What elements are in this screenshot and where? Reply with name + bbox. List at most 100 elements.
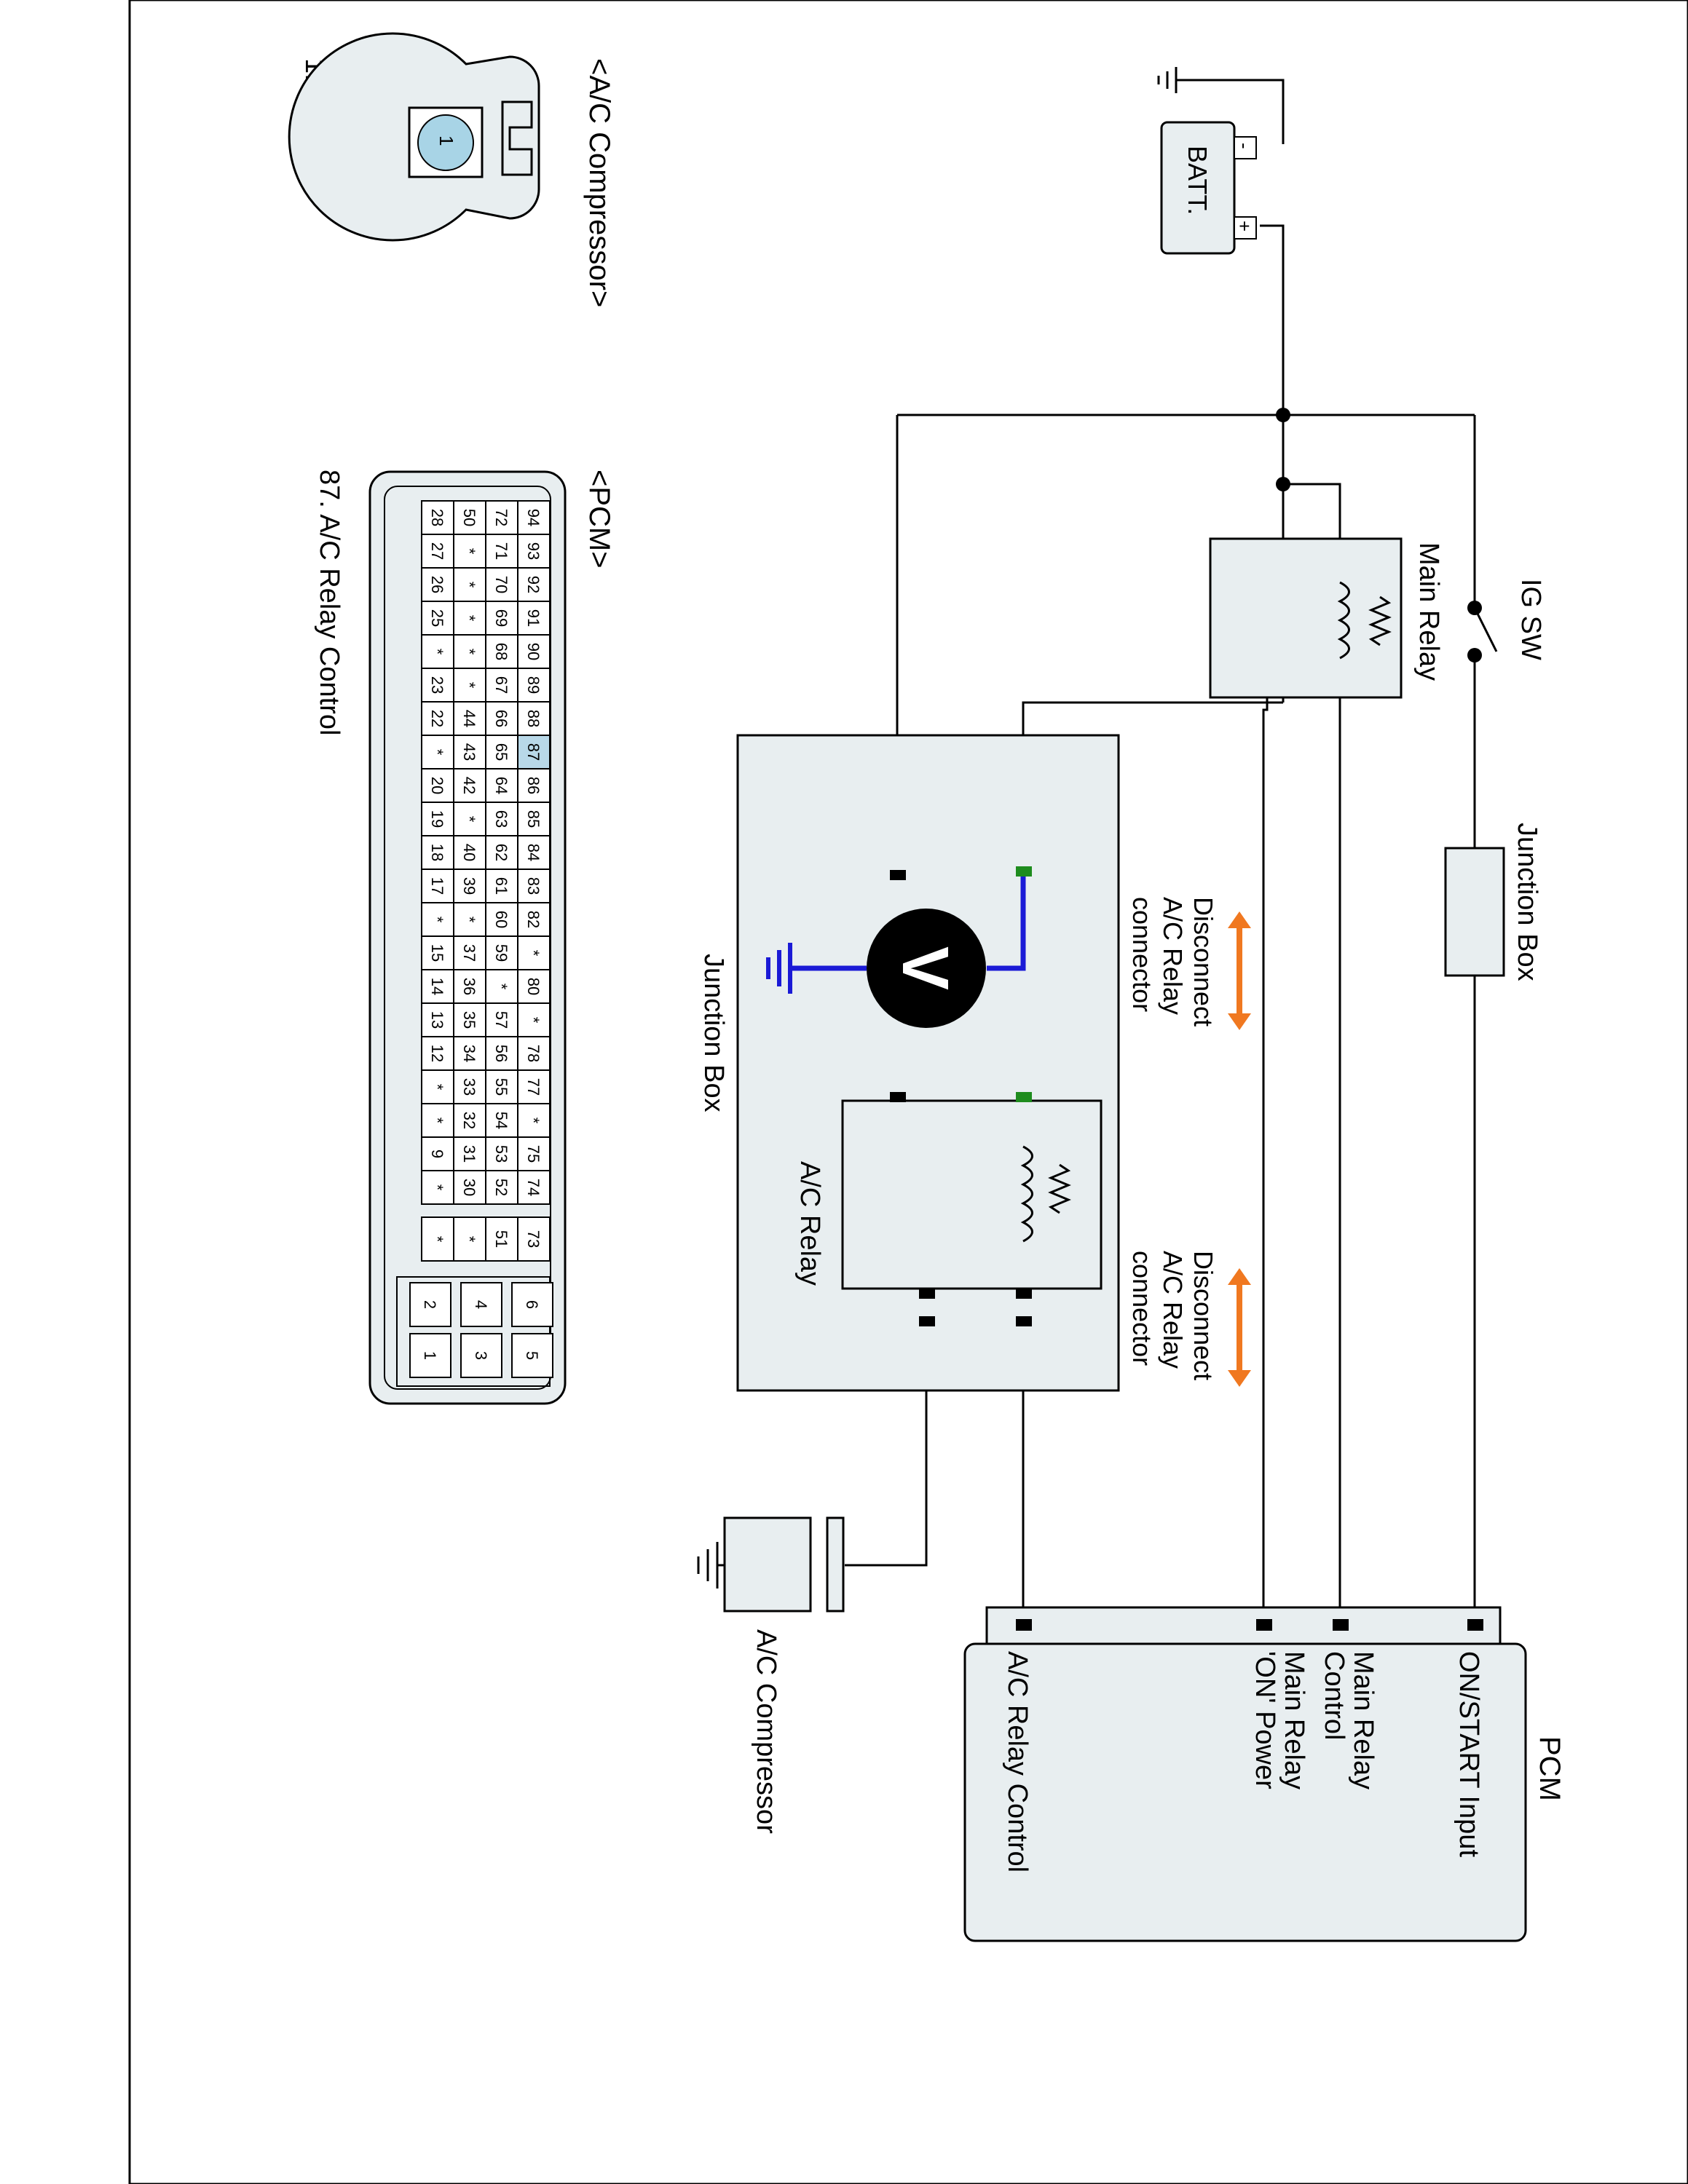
junction-box-top-label: Junction Box bbox=[1512, 823, 1542, 981]
pcm-pin-number: 70 bbox=[492, 576, 510, 593]
pcm-pin-number: 30 bbox=[460, 1179, 478, 1196]
pcm-pin-number: 20 bbox=[428, 777, 446, 794]
pcm-pin-number: 82 bbox=[524, 911, 543, 928]
pcm-pin-number: 84 bbox=[524, 844, 543, 861]
pcm-pin-cell bbox=[421, 735, 454, 769]
ig-sw-label: IG SW bbox=[1515, 579, 1546, 660]
pcm-pin-number: 90 bbox=[524, 643, 543, 660]
pcm-pin-ac-relay-control: A/C Relay Control bbox=[1002, 1651, 1033, 1872]
pcm-pin-number: 56 bbox=[492, 1045, 510, 1062]
pcm-pin-number: 4 bbox=[472, 1300, 490, 1309]
pcm-pin-cell bbox=[517, 1170, 551, 1205]
pcm-pin-number: 23 bbox=[428, 676, 446, 694]
ac-relay-label: A/C Relay bbox=[794, 1161, 825, 1286]
pcm-pin-cell bbox=[421, 1103, 454, 1138]
pcm-pin-cell bbox=[453, 935, 486, 970]
pcm-pin-cell bbox=[485, 701, 518, 736]
pcm-pin-number: 63 bbox=[492, 810, 510, 828]
voltmeter-symbol: V bbox=[888, 946, 961, 990]
pcm-pin-number: 18 bbox=[428, 844, 446, 861]
pcm-pin-number: * bbox=[460, 682, 478, 689]
pcm-pin-number: 53 bbox=[492, 1145, 510, 1163]
pcm-pin-number: 44 bbox=[460, 710, 478, 727]
pcm-pin-cell bbox=[421, 902, 454, 937]
pcm-pin-number: 52 bbox=[492, 1179, 510, 1196]
pcm-pin-cell bbox=[517, 869, 551, 903]
pcm-pin-cell bbox=[421, 668, 454, 703]
junction-box-top: Junction Box bbox=[1444, 823, 1542, 981]
pcm-pin-cell bbox=[421, 969, 454, 1004]
pcm-pin-number: 87 bbox=[524, 743, 543, 761]
pcm-pin-number: * bbox=[460, 582, 478, 588]
disconnect-arrows bbox=[1228, 911, 1251, 1387]
pcm-pin-cell bbox=[485, 500, 518, 535]
pcm-pin-cell bbox=[485, 935, 518, 970]
pcm-pin-number: 69 bbox=[492, 609, 510, 627]
page-frame bbox=[128, 0, 1688, 2184]
pcm-pin-cell bbox=[421, 802, 454, 836]
pcm-pin-number: 28 bbox=[428, 509, 446, 526]
pcm-pin-number: 17 bbox=[428, 877, 446, 895]
pcm-pin-cell bbox=[421, 935, 454, 970]
pcm-pin-number: 5 bbox=[523, 1351, 541, 1360]
pcm-pin-number: * bbox=[428, 917, 446, 923]
pcm-pin-main-relay-on-2: 'ON' Power bbox=[1250, 1651, 1280, 1789]
pcm-pin-number: 72 bbox=[492, 509, 510, 526]
pcm-pin-cell bbox=[485, 802, 518, 836]
pcm-connector-view: <PCM> 87. A/C Relay Control 949392919089… bbox=[314, 470, 615, 1405]
pcm-pin-number: 61 bbox=[492, 877, 510, 895]
pcm-pin-cell bbox=[421, 869, 454, 903]
pcm-pin-number: 37 bbox=[460, 944, 478, 962]
pcm-pin-cell bbox=[421, 1216, 454, 1262]
pcm-pin-number: 75 bbox=[524, 1145, 543, 1163]
pcm-pin-cell bbox=[453, 1002, 486, 1037]
pcm-pin-cell bbox=[485, 735, 518, 769]
pcm-pin-cell bbox=[517, 701, 551, 736]
pcm-pin-number: * bbox=[460, 649, 478, 655]
pcm-pin-cell bbox=[421, 768, 454, 803]
pcm-pin-number: 86 bbox=[524, 777, 543, 794]
pcm-pin-cell bbox=[421, 835, 454, 870]
svg-text:A/C Relay: A/C Relay bbox=[1158, 897, 1188, 1015]
pcm-pin-number: 6 bbox=[523, 1300, 541, 1309]
pcm-pin-number: 40 bbox=[460, 844, 478, 861]
disconnect-label-1: Disconnect A/C Relay connector bbox=[1127, 897, 1218, 1026]
pcm-pin-number: * bbox=[428, 749, 446, 756]
pcm-pin-number: 64 bbox=[492, 777, 510, 794]
svg-text:connector: connector bbox=[1127, 897, 1157, 1012]
connector-pin-1 bbox=[417, 114, 474, 171]
pcm-pin-cell bbox=[421, 1069, 454, 1104]
pcm-pin-cell bbox=[453, 735, 486, 769]
pcm-pin-number: * bbox=[460, 548, 478, 555]
pcm-pin-cell bbox=[453, 802, 486, 836]
pcm-pin-number: 88 bbox=[524, 710, 543, 727]
pcm-pin-cell bbox=[409, 1282, 451, 1327]
junction-box-main: Junction Box A/C Relay bbox=[698, 734, 1120, 1392]
pcm-pin-cell bbox=[453, 902, 486, 937]
pcm-pin-number: 14 bbox=[428, 978, 446, 995]
pcm-pin-number: 33 bbox=[460, 1078, 478, 1096]
svg-text:Disconnect: Disconnect bbox=[1188, 1251, 1218, 1380]
battery-label: BATT. bbox=[1183, 146, 1212, 215]
pcm-pin-number: 57 bbox=[492, 1011, 510, 1029]
main-relay: Main Relay bbox=[1209, 537, 1444, 699]
pcm-label: PCM bbox=[1534, 1736, 1566, 1801]
pcm-pin-number: * bbox=[460, 917, 478, 923]
pcm-pin-cell bbox=[421, 1036, 454, 1071]
junction-box-main-label: Junction Box bbox=[698, 954, 729, 1112]
pcm-pin-number: 94 bbox=[524, 509, 543, 526]
pcm-pin-cell bbox=[421, 701, 454, 736]
pcm-pin-cell bbox=[485, 1170, 518, 1205]
pcm-pin-number: * bbox=[524, 1017, 543, 1024]
pcm-pin-cell bbox=[421, 567, 454, 602]
pcm-pin-number: 59 bbox=[492, 944, 510, 962]
pcm-pin-number: 67 bbox=[492, 676, 510, 694]
pcm-pin-number: 3 bbox=[472, 1351, 490, 1360]
svg-text:A/C Relay: A/C Relay bbox=[1158, 1251, 1188, 1369]
main-relay-label: Main Relay bbox=[1413, 542, 1444, 681]
pcm-pin-number: 83 bbox=[524, 877, 543, 895]
pcm-pin-number: 15 bbox=[428, 944, 446, 962]
ac-compressor: A/C Compressor bbox=[697, 1516, 845, 1834]
pcm-pin-cell bbox=[517, 969, 551, 1004]
pcm-pin-cell bbox=[453, 835, 486, 870]
